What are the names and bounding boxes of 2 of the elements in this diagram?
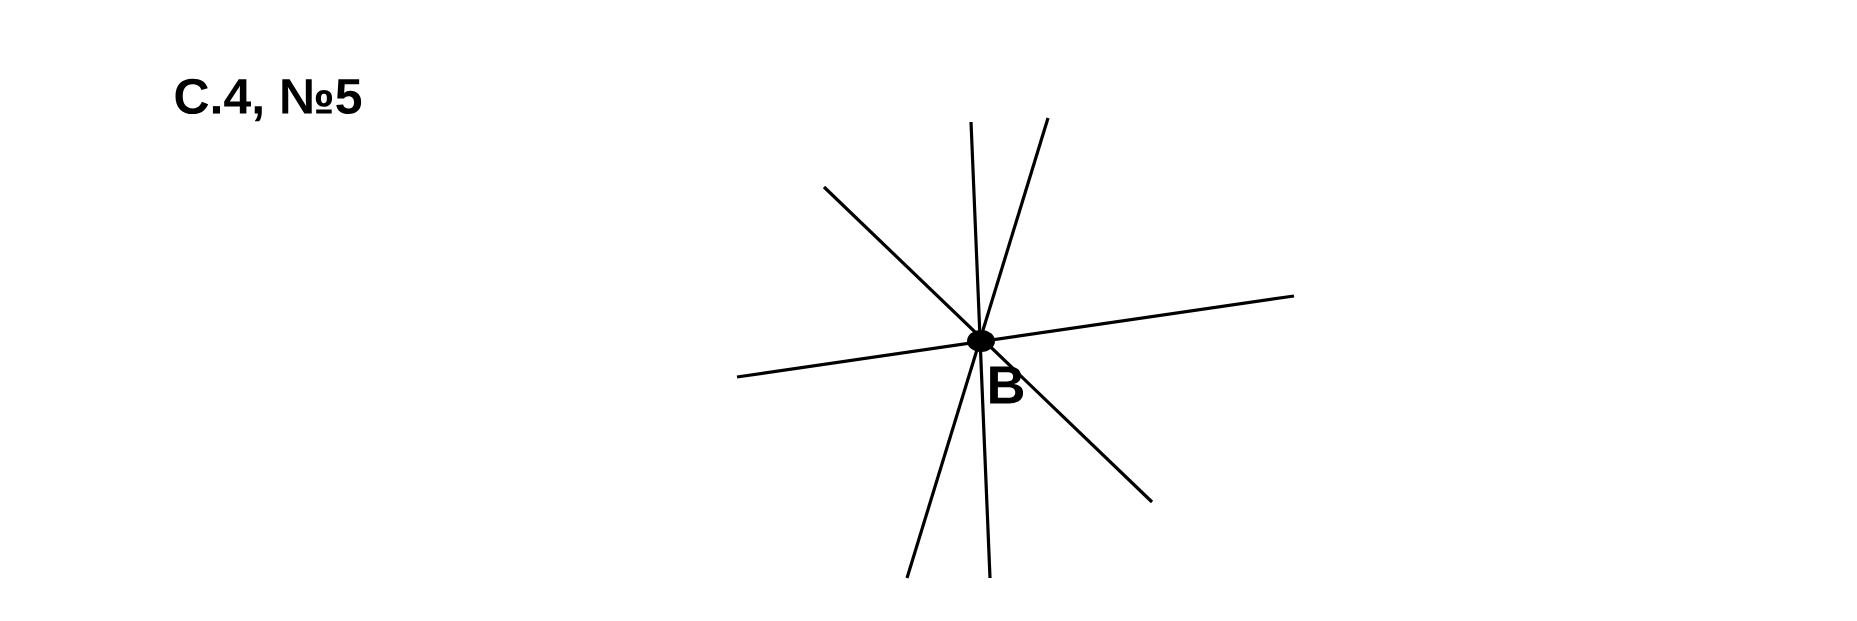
point-label: B — [990, 366, 1024, 404]
title: С.4, №5 — [175, 78, 362, 122]
